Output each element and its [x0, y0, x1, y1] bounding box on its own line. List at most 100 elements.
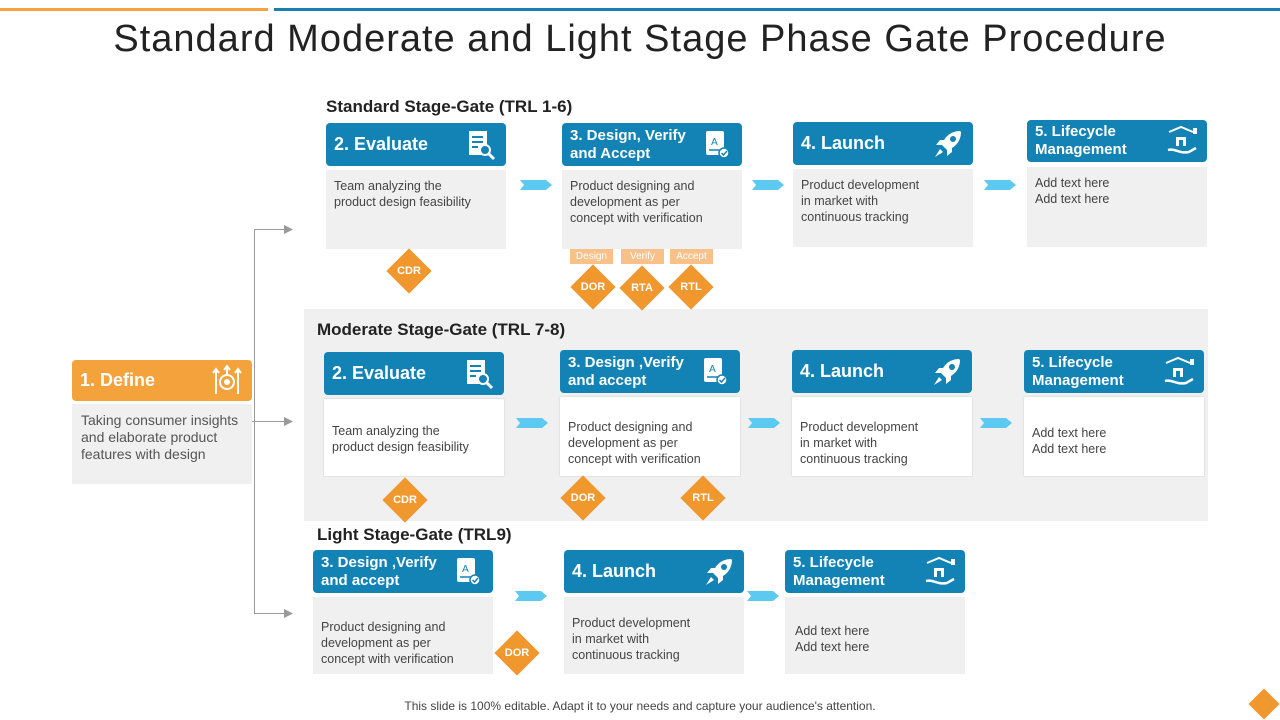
card-text: Add text here Add text here — [1024, 397, 1204, 476]
connector-moderate — [252, 421, 286, 422]
gate-diamond: CDR — [382, 477, 428, 523]
card-title: 2. Evaluate — [332, 362, 427, 383]
gate-diamond: RTA — [619, 265, 665, 311]
flow-arrow — [748, 418, 780, 428]
moderate-lifecycle-card: 5. Lifecycle Management Add text here Ad… — [1024, 350, 1204, 476]
card-title: 3. Design, Verify and Accept — [570, 126, 686, 162]
stage-tag: Design — [570, 249, 613, 264]
card-text: Product development in market with conti… — [793, 169, 973, 247]
card-header: 5. Lifecycle Management — [1024, 350, 1204, 393]
certificate-icon: A — [698, 355, 732, 389]
card-text: Product development in market with conti… — [564, 597, 744, 674]
card-text: Product development in market with conti… — [792, 397, 972, 476]
certificate-icon: A — [700, 128, 734, 162]
gate-diamond: RTL — [668, 264, 714, 310]
card-title: 3. Design ,Verify and accept — [568, 353, 684, 389]
corner-diamond-decoration — [1248, 688, 1280, 720]
gate-label: DOR — [580, 281, 606, 293]
gate-diamond: CDR — [386, 248, 432, 294]
light-launch-card: 4. Launch Product development in market … — [564, 550, 744, 674]
flow-arrow — [980, 418, 1012, 428]
gate-diamond: DOR — [570, 264, 616, 310]
gate-diamond: RTL — [680, 475, 726, 521]
card-header: 3. Design ,Verify and accept A — [560, 350, 740, 393]
card-text: Team analyzing the product design feasib… — [326, 170, 506, 249]
flow-arrow — [752, 180, 784, 190]
card-text: Product designing and development as per… — [313, 597, 493, 674]
gate-label: CDR — [393, 494, 417, 506]
card-header: 5. Lifecycle Management — [785, 550, 965, 593]
card-header: 4. Launch — [792, 350, 972, 393]
card-text: Product designing and development as per… — [560, 397, 740, 476]
define-text: Taking consumer insights and elaborate p… — [72, 404, 252, 484]
standard-lifecycle-card: 5. Lifecycle Management Add text here Ad… — [1027, 120, 1207, 247]
card-text: Product designing and development as per… — [562, 170, 742, 249]
standard-design-card: 3. Design, Verify and Accept A Product d… — [562, 123, 742, 249]
card-title: 5. Lifecycle Management — [1035, 123, 1127, 158]
standard-launch-card: 4. Launch Product development in market … — [793, 122, 973, 247]
hand-house-icon — [923, 555, 957, 589]
svg-text:A: A — [462, 564, 469, 575]
page-title: Standard Moderate and Light Stage Phase … — [113, 18, 1167, 60]
card-header: 5. Lifecycle Management — [1027, 120, 1207, 162]
standard-evaluate-card: 2. Evaluate Team analyzing the product d… — [326, 123, 506, 249]
gate-label: CDR — [397, 265, 421, 277]
stage-tag: Accept — [670, 249, 713, 264]
card-title: 4. Launch — [800, 360, 885, 381]
card-title: 5. Lifecycle Management — [793, 553, 885, 589]
light-section-title: Light Stage-Gate (TRL9) — [317, 525, 512, 544]
moderate-evaluate-card: 2. Evaluate Team analyzing the product d… — [324, 352, 504, 476]
gate-label: DOR — [504, 647, 530, 659]
define-card: 1. Define Taking consumer insights and e… — [72, 360, 252, 484]
card-title: 3. Design ,Verify and accept — [321, 553, 437, 589]
svg-text:A: A — [709, 364, 716, 375]
define-label: 1. Define — [80, 369, 156, 390]
connector-arrowhead — [284, 225, 293, 234]
standard-section-title: Standard Stage-Gate (TRL 1-6) — [326, 97, 573, 116]
connector-light — [254, 613, 286, 614]
document-search-icon — [464, 128, 498, 162]
top-accent-blue — [274, 8, 1280, 11]
gate-label: RTL — [692, 492, 714, 504]
document-search-icon — [462, 357, 496, 391]
rocket-icon — [702, 555, 736, 589]
flow-arrow — [516, 418, 548, 428]
hand-house-icon — [1162, 355, 1196, 389]
flow-arrow — [515, 591, 547, 601]
card-header: 2. Evaluate — [324, 352, 504, 395]
stage-tag: Verify — [621, 249, 664, 264]
card-header: 4. Launch — [564, 550, 744, 593]
bulb-arrows-icon — [210, 363, 244, 398]
card-title: 2. Evaluate — [334, 133, 429, 154]
card-header: 4. Launch — [793, 122, 973, 165]
certificate-icon: A — [451, 555, 485, 589]
footer-note: This slide is 100% editable. Adapt it to… — [404, 699, 876, 713]
hand-house-icon — [1165, 124, 1199, 158]
top-accent-orange — [0, 8, 268, 11]
light-design-card: 3. Design ,Verify and accept A Product d… — [313, 550, 493, 674]
card-title: 4. Launch — [572, 560, 657, 581]
connector-arrowhead — [284, 609, 293, 618]
gate-label: RTA — [631, 282, 653, 294]
gate-diamond: DOR — [560, 475, 606, 521]
card-header: 2. Evaluate — [326, 123, 506, 166]
flow-arrow — [747, 591, 779, 601]
light-lifecycle-card: 5. Lifecycle Management Add text here Ad… — [785, 550, 965, 674]
rocket-icon — [930, 355, 964, 389]
gate-diamond: DOR — [494, 630, 540, 676]
card-title: 4. Launch — [801, 132, 886, 153]
moderate-section-title: Moderate Stage-Gate (TRL 7-8) — [317, 320, 566, 339]
connector-arrowhead — [284, 417, 293, 426]
card-text: Add text here Add text here — [785, 597, 965, 674]
card-text: Team analyzing the product design feasib… — [324, 399, 504, 476]
card-header: 3. Design, Verify and Accept A — [562, 123, 742, 166]
gate-label: DOR — [570, 492, 596, 504]
moderate-design-card: 3. Design ,Verify and accept A Product d… — [560, 350, 740, 476]
card-header: 3. Design ,Verify and accept A — [313, 550, 493, 593]
gate-label: RTL — [680, 281, 702, 293]
moderate-launch-card: 4. Launch Product development in market … — [792, 350, 972, 476]
card-title: 5. Lifecycle Management — [1032, 353, 1124, 389]
rocket-icon — [931, 127, 965, 161]
card-text: Add text here Add text here — [1027, 167, 1207, 247]
connector-standard — [254, 229, 286, 230]
